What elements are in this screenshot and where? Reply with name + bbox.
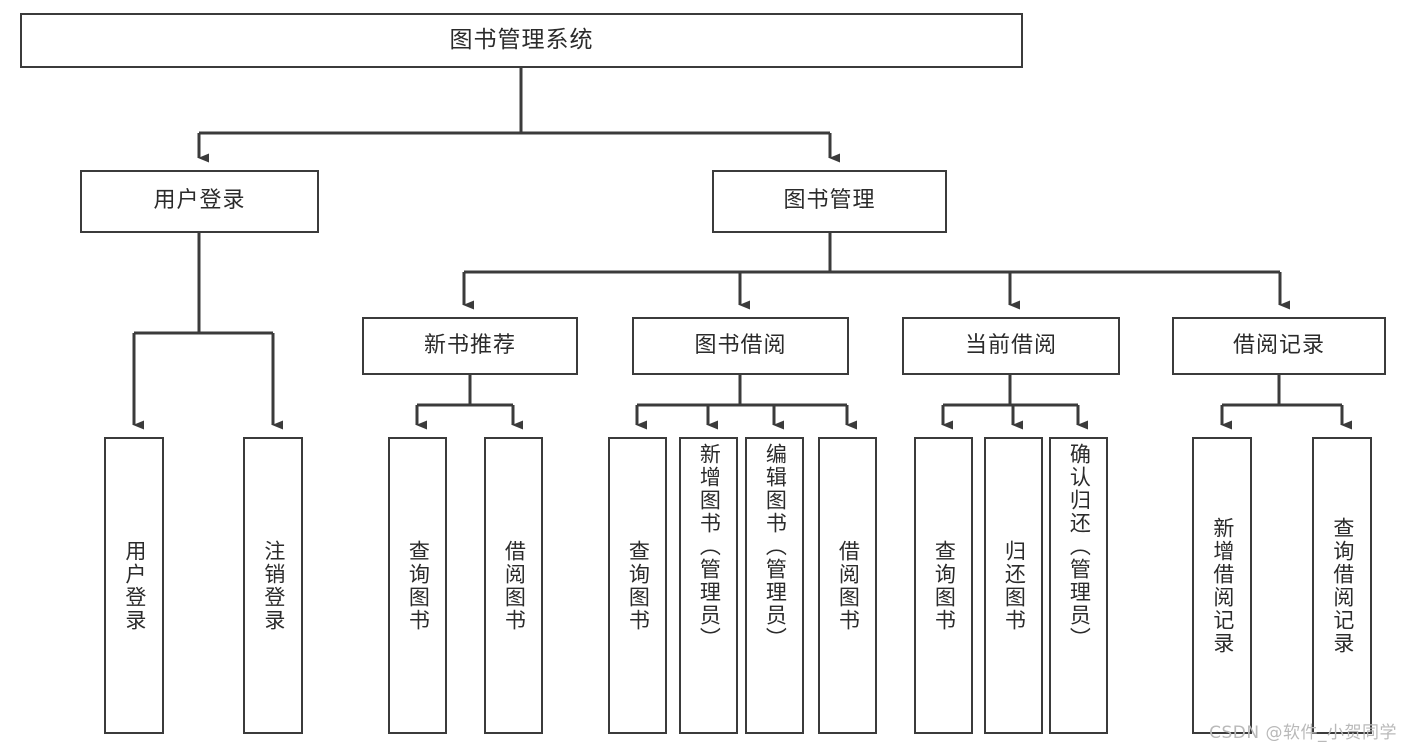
node-label: 查询图书 <box>406 539 431 632</box>
node-new-book-recommendation[interactable]: 新书推荐 <box>362 317 578 375</box>
leaf-recommend-borrow-book[interactable]: 借阅图书 <box>484 437 543 734</box>
node-label: 借阅图书 <box>502 539 527 632</box>
node-borrow-records[interactable]: 借阅记录 <box>1172 317 1386 375</box>
node-label: 编辑图书（管理员） <box>763 443 788 650</box>
node-current-borrowing[interactable]: 当前借阅 <box>902 317 1120 375</box>
leaf-current-confirm-return-admin[interactable]: 确认归还（管理员） <box>1049 437 1108 734</box>
leaf-current-return-book[interactable]: 归还图书 <box>984 437 1043 734</box>
leaf-borrow-query-book[interactable]: 查询图书 <box>608 437 667 734</box>
node-book-borrowing[interactable]: 图书借阅 <box>632 317 849 375</box>
leaf-borrow-borrow-book[interactable]: 借阅图书 <box>818 437 877 734</box>
leaf-borrow-edit-book-admin[interactable]: 编辑图书（管理员） <box>745 437 804 734</box>
leaf-logout[interactable]: 注销登录 <box>243 437 303 734</box>
leaf-record-add-borrow-record[interactable]: 新增借阅记录 <box>1192 437 1252 734</box>
leaf-user-login[interactable]: 用户登录 <box>104 437 164 734</box>
node-user-login[interactable]: 用户登录 <box>80 170 319 233</box>
node-label: 用户登录 <box>122 539 147 632</box>
leaf-record-query-borrow-record[interactable]: 查询借阅记录 <box>1312 437 1372 734</box>
node-label: 图书管理系统 <box>449 26 594 53</box>
node-label: 确认归还（管理员） <box>1067 443 1092 650</box>
node-label: 查询图书 <box>626 539 651 632</box>
node-label: 新增图书（管理员） <box>697 443 722 650</box>
node-label: 借阅记录 <box>1232 332 1325 358</box>
leaf-current-query-book[interactable]: 查询图书 <box>914 437 973 734</box>
node-label: 图书管理 <box>783 188 876 214</box>
node-label: 新书推荐 <box>423 332 516 358</box>
node-root-book-management-system[interactable]: 图书管理系统 <box>20 13 1023 68</box>
node-label: 归还图书 <box>1002 539 1027 632</box>
node-label: 新增借阅记录 <box>1210 516 1235 655</box>
node-label: 图书借阅 <box>694 332 787 358</box>
node-label: 当前借阅 <box>964 332 1057 358</box>
node-label: 借阅图书 <box>836 539 861 632</box>
node-label: 用户登录 <box>153 188 246 214</box>
node-label: 查询图书 <box>932 539 957 632</box>
node-label: 注销登录 <box>261 539 286 632</box>
node-book-management[interactable]: 图书管理 <box>712 170 947 233</box>
leaf-recommend-query-book[interactable]: 查询图书 <box>388 437 447 734</box>
leaf-borrow-add-book-admin[interactable]: 新增图书（管理员） <box>679 437 738 734</box>
node-label: 查询借阅记录 <box>1330 516 1355 655</box>
